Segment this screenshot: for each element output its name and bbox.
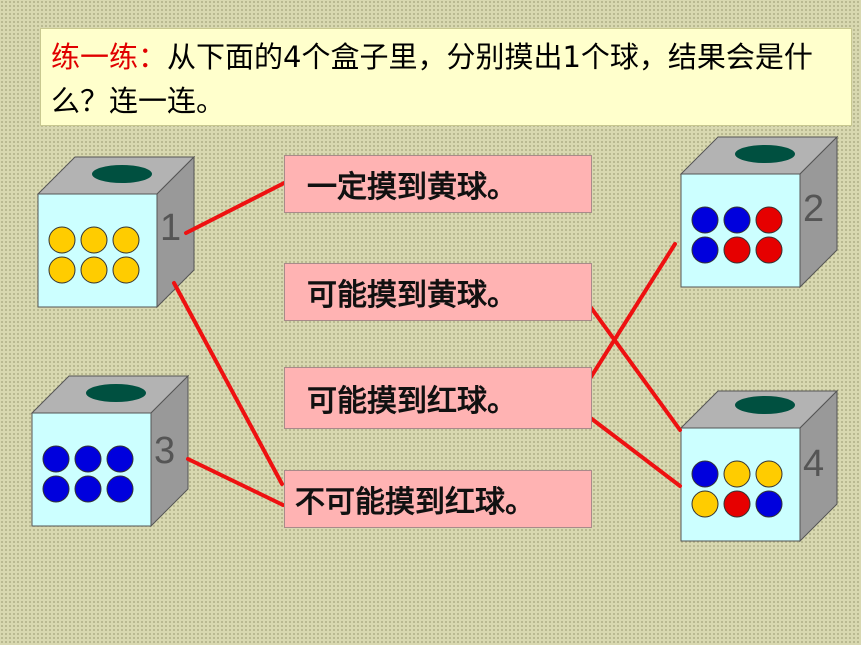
box-number: 1 <box>160 207 181 249</box>
red-ball <box>755 206 783 234</box>
red-ball <box>755 236 783 264</box>
box-hole <box>86 384 146 402</box>
yellow-ball <box>48 226 76 254</box>
blue-ball <box>106 445 134 473</box>
label-text: 一定摸到黄球。 <box>307 170 517 205</box>
box-1[interactable]: 1 <box>36 155 196 309</box>
box-3[interactable]: 3 <box>30 374 190 528</box>
red-ball <box>723 490 751 518</box>
yellow-ball <box>112 226 140 254</box>
box-hole <box>92 165 152 183</box>
blue-ball <box>42 475 70 503</box>
label-impossible-red[interactable]: 不可能摸到红球。 <box>284 470 592 528</box>
title-box: 练一练：从下面的4个盒子里，分别摸出1个球，结果会是什么？连一连。 <box>40 28 852 126</box>
box-number: 3 <box>154 430 175 472</box>
red-ball <box>723 236 751 264</box>
box-hole <box>735 145 795 163</box>
yellow-ball <box>80 226 108 254</box>
connection-line-box3-label4 <box>186 457 285 507</box>
blue-ball <box>691 236 719 264</box>
connection-line-box4-label2 <box>582 296 682 432</box>
label-possible-red[interactable]: 可能摸到红球。 <box>284 367 592 429</box>
label-text: 可能摸到红球。 <box>307 384 517 419</box>
blue-ball <box>74 475 102 503</box>
label-text: 可能摸到黄球。 <box>307 278 517 313</box>
connection-line-box1-label4 <box>172 281 284 486</box>
blue-ball <box>723 206 751 234</box>
blue-ball <box>42 445 70 473</box>
blue-ball <box>74 445 102 473</box>
blue-ball <box>755 490 783 518</box>
connection-line-box1-label1 <box>184 178 292 235</box>
connection-line-box2-label3 <box>582 242 677 390</box>
yellow-ball <box>723 460 751 488</box>
connection-line-box4-label3 <box>582 411 682 488</box>
blue-ball <box>691 460 719 488</box>
yellow-ball <box>691 490 719 518</box>
label-possible-yellow[interactable]: 可能摸到黄球。 <box>284 263 592 321</box>
yellow-ball <box>112 256 140 284</box>
label-certain-yellow[interactable]: 一定摸到黄球。 <box>284 155 592 213</box>
title-text: 从下面的4个盒子里，分别摸出1个球，结果会是什么？连一连。 <box>51 40 813 118</box>
label-text: 不可能摸到红球。 <box>295 485 535 520</box>
yellow-ball <box>48 256 76 284</box>
box-4[interactable]: 4 <box>679 389 839 543</box>
yellow-ball <box>755 460 783 488</box>
title-lead: 练一练： <box>51 40 168 74</box>
box-hole <box>735 396 795 414</box>
box-number: 4 <box>803 443 824 485</box>
box-number: 2 <box>803 188 824 230</box>
connection-lines <box>172 178 682 507</box>
blue-ball <box>691 206 719 234</box>
blue-ball <box>106 475 134 503</box>
yellow-ball <box>80 256 108 284</box>
box-2[interactable]: 2 <box>679 135 839 289</box>
